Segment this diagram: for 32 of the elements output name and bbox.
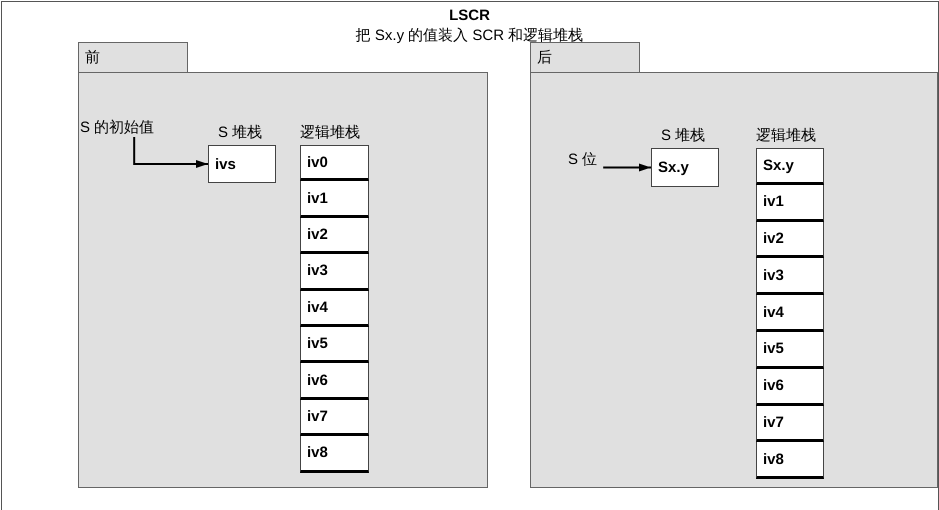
- stack-cell: iv3: [756, 258, 824, 296]
- tab-label: 前: [78, 42, 188, 73]
- stack-cell: iv4: [300, 290, 369, 327]
- stack-cell: iv8: [756, 442, 824, 480]
- stack-cell: iv7: [300, 400, 369, 436]
- stack-cell: iv2: [300, 218, 369, 254]
- column-heading: S 堆栈: [661, 126, 706, 145]
- stack-cell: iv5: [756, 332, 824, 369]
- stack-cell: iv7: [756, 406, 824, 442]
- tab-label: 后: [530, 42, 640, 73]
- column-heading: 逻辑堆栈: [300, 123, 360, 142]
- stack-cell: iv1: [300, 181, 369, 218]
- stack-cell: Sx.y: [756, 148, 824, 185]
- arrow: [133, 137, 208, 168]
- stack-cell: iv1: [756, 184, 824, 222]
- stack-cell: iv4: [756, 295, 824, 332]
- stack-cell: iv3: [300, 254, 369, 291]
- stack-cell: iv0: [300, 145, 369, 182]
- title: LSCR: [448, 7, 491, 24]
- stack-cell: iv6: [300, 363, 369, 400]
- stack-cell: iv2: [756, 222, 824, 258]
- text-label: S 的初始值: [80, 118, 154, 137]
- subtitle: 把 Sx.y 的值装入 SCR 和逻辑堆栈: [354, 26, 584, 45]
- stack-cell: Sx.y: [651, 148, 719, 187]
- column-heading: 逻辑堆栈: [756, 126, 816, 145]
- arrow: [603, 164, 651, 172]
- stack-cell: iv5: [300, 327, 369, 364]
- stack-cell: iv6: [756, 368, 824, 406]
- stack-cell: iv8: [300, 436, 369, 473]
- stack-cell: ivs: [208, 145, 276, 183]
- text-label: S 位: [568, 150, 598, 169]
- column-heading: S 堆栈: [218, 123, 262, 142]
